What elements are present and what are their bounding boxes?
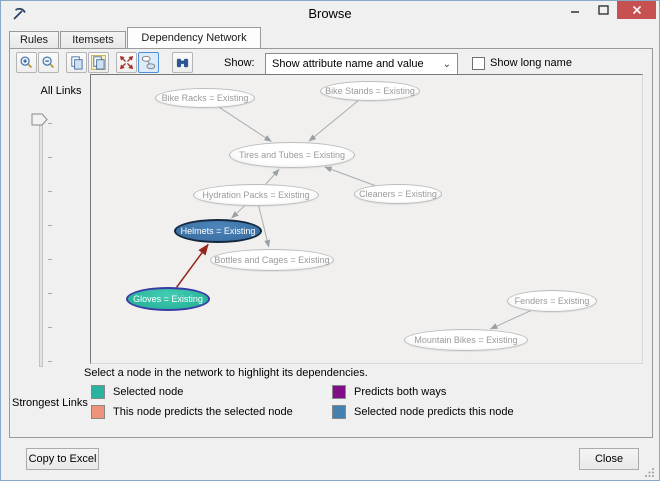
selection-hint: Select a node in the network to highligh… [84,367,368,379]
legend-label-both-ways: Predicts both ways [354,386,447,398]
all-links-label: All Links [40,85,82,97]
tab-rules[interactable]: Rules [9,31,59,48]
maximize-button[interactable] [589,1,617,19]
minimize-button[interactable] [561,1,589,19]
close-button[interactable]: Close [579,448,639,470]
show-long-name-label: Show long name [490,57,572,69]
node-tires-and-tubes[interactable]: Tires and Tubes = Existing [229,142,355,168]
node-fenders[interactable]: Fenders = Existing [507,290,597,312]
node-hydration-packs[interactable]: Hydration Packs = Existing [193,184,319,206]
edges-layer [176,100,531,330]
resize-grip-icon[interactable] [645,467,655,477]
show-label: Show: [224,57,255,69]
zoom-in-button[interactable] [16,52,37,73]
close-window-button[interactable] [617,1,656,19]
legend-swatch-both-ways [332,385,346,399]
copy-all-button[interactable] [88,52,109,73]
show-long-name-checkbox[interactable] [472,57,485,70]
find-node-button[interactable] [172,52,193,73]
legend-swatch-selected [91,385,105,399]
zoom-out-button[interactable] [38,52,59,73]
node-mountain-bikes[interactable]: Mountain Bikes = Existing [404,329,528,351]
node-helmets[interactable]: Helmets = Existing [174,219,262,243]
links-slider-track[interactable] [39,117,43,367]
tab-dependency-network[interactable]: Dependency Network [127,27,261,48]
tab-strip: Rules Itemsets Dependency Network [1,27,659,48]
node-bike-racks[interactable]: Bike Racks = Existing [155,88,255,108]
strongest-links-label: Strongest Links [12,397,88,409]
legend-label-selected-predicts: Selected node predicts this node [354,406,514,418]
graph-layout-button[interactable] [138,52,159,73]
node-bottles-and-cages[interactable]: Bottles and Cages = Existing [210,249,334,271]
graph-panel[interactable]: Bike Racks = Existing Bike Stands = Exist… [90,74,643,364]
links-slider-ticks [48,123,52,365]
mining-model-icon [13,7,26,20]
dependency-network-panel: Show: Show attribute name and value ⌄ Sh… [9,48,653,438]
fit-to-screen-button[interactable] [116,52,137,73]
show-mode-dropdown[interactable]: Show attribute name and value ⌄ [265,53,458,75]
copy-button[interactable] [66,52,87,73]
links-slider-thumb[interactable] [31,113,49,126]
tab-itemsets[interactable]: Itemsets [60,31,126,48]
node-cleaners[interactable]: Cleaners = Existing [354,184,442,204]
legend-label-selected: Selected node [113,386,184,398]
legend-swatch-selected-predicts [332,405,346,419]
copy-to-excel-button[interactable]: Copy to Excel [26,448,99,470]
dropdown-value: Show attribute name and value [272,58,424,70]
chevron-down-icon: ⌄ [442,58,451,70]
node-gloves[interactable]: Gloves = Existing [126,287,210,311]
titlebar: Browse [1,1,659,27]
legend-swatch-predicts-selected [91,405,105,419]
window-title: Browse [308,6,352,21]
legend-label-predicts-selected: This node predicts the selected node [113,406,293,418]
node-bike-stands[interactable]: Bike Stands = Existing [320,81,420,101]
